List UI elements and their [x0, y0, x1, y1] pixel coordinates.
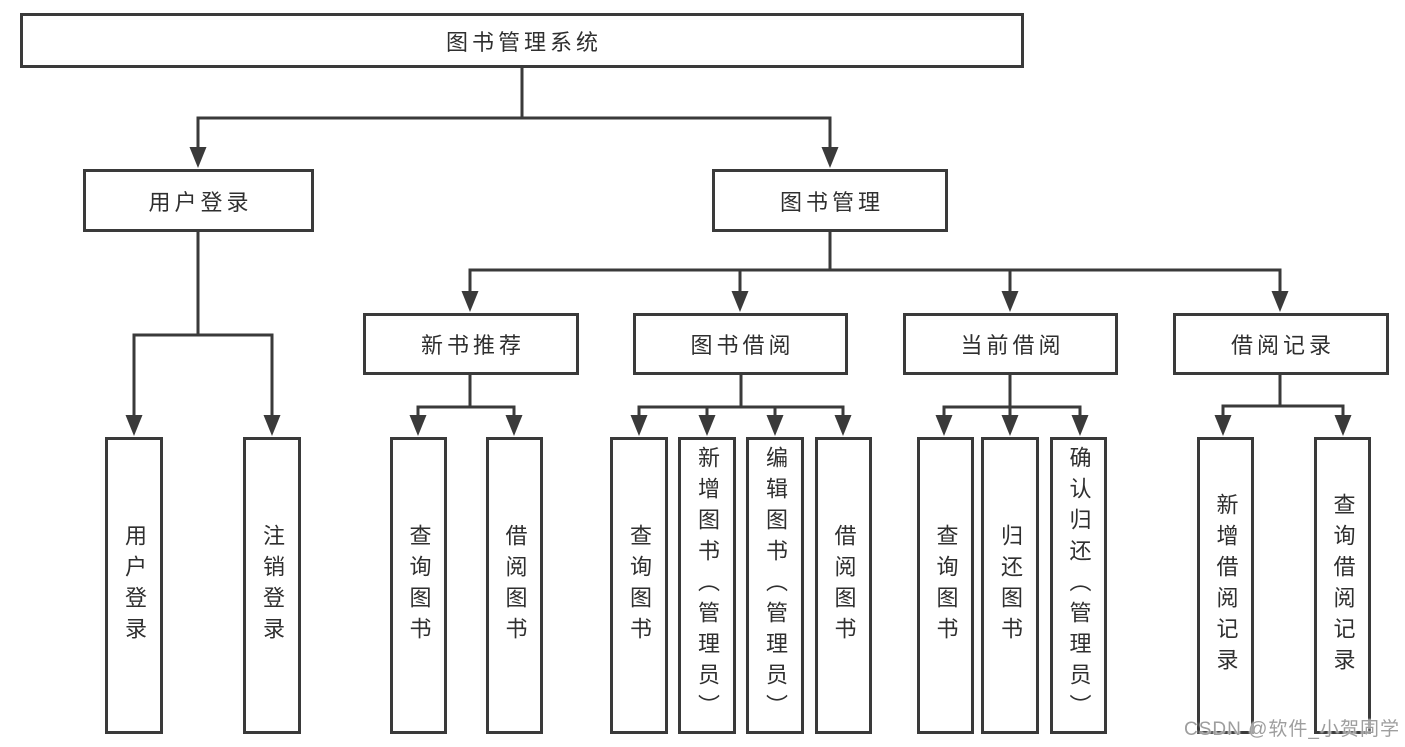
node-current-borrow: 当前借阅 — [903, 313, 1118, 375]
leaf-borrow-book-recommend-label: 借阅图书 — [502, 523, 528, 648]
leaf-borrow-book-label: 借阅图书 — [831, 523, 857, 648]
leaf-query-borrow-record-label: 查询借阅记录 — [1330, 492, 1356, 679]
node-root: 图书管理系统 — [20, 13, 1024, 68]
node-book-borrow-label: 图书借阅 — [690, 333, 795, 358]
node-book-management: 图书管理 — [712, 169, 948, 232]
leaf-edit-book-admin-label: 编辑图书（管理员） — [763, 446, 788, 725]
leaf-query-borrow-record: 查询借阅记录 — [1314, 437, 1371, 734]
node-borrow-records: 借阅记录 — [1173, 313, 1389, 375]
node-root-label: 图书管理系统 — [445, 29, 602, 55]
arrowheads — [125, 147, 1352, 436]
node-book-borrow: 图书借阅 — [633, 313, 848, 375]
leaf-query-book-borrow-label: 查询图书 — [627, 523, 652, 648]
leaf-add-borrow-record: 新增借阅记录 — [1197, 437, 1254, 734]
node-book-management-label: 图书管理 — [779, 189, 884, 215]
node-user-login-label: 用户登录 — [148, 189, 253, 215]
node-new-book-recommend-label: 新书推荐 — [420, 333, 525, 358]
node-current-borrow-label: 当前借阅 — [960, 333, 1065, 358]
leaf-query-book-recommend-label: 查询图书 — [406, 523, 432, 648]
leaf-edit-book-admin: 编辑图书（管理员） — [746, 437, 804, 734]
leaf-add-borrow-record-label: 新增借阅记录 — [1213, 492, 1239, 679]
node-user-login: 用户登录 — [83, 169, 314, 232]
leaf-confirm-return-admin-label: 确认归还（管理员） — [1066, 446, 1092, 725]
leaf-query-book-recommend: 查询图书 — [390, 437, 447, 734]
leaf-add-book-admin-label: 新增图书（管理员） — [695, 446, 720, 725]
leaf-confirm-return-admin: 确认归还（管理员） — [1050, 437, 1107, 734]
leaf-logout-label: 注销登录 — [260, 523, 285, 648]
leaf-return-book-label: 归还图书 — [998, 523, 1023, 648]
leaf-user-login: 用户登录 — [105, 437, 163, 734]
node-borrow-records-label: 借阅记录 — [1230, 333, 1335, 358]
leaf-add-book-admin: 新增图书（管理员） — [678, 437, 736, 734]
leaf-borrow-book: 借阅图书 — [815, 437, 872, 734]
node-new-book-recommend: 新书推荐 — [363, 313, 579, 375]
csdn-watermark: CSDN @软件_小贺同学 — [1184, 719, 1400, 740]
leaf-query-book-current-label: 查询图书 — [933, 523, 959, 648]
leaf-return-book: 归还图书 — [981, 437, 1039, 734]
leaf-query-book-current: 查询图书 — [917, 437, 974, 734]
leaf-logout: 注销登录 — [243, 437, 301, 734]
leaf-borrow-book-recommend: 借阅图书 — [486, 437, 543, 734]
leaf-query-book-borrow: 查询图书 — [610, 437, 668, 734]
leaf-user-login-label: 用户登录 — [122, 523, 147, 648]
